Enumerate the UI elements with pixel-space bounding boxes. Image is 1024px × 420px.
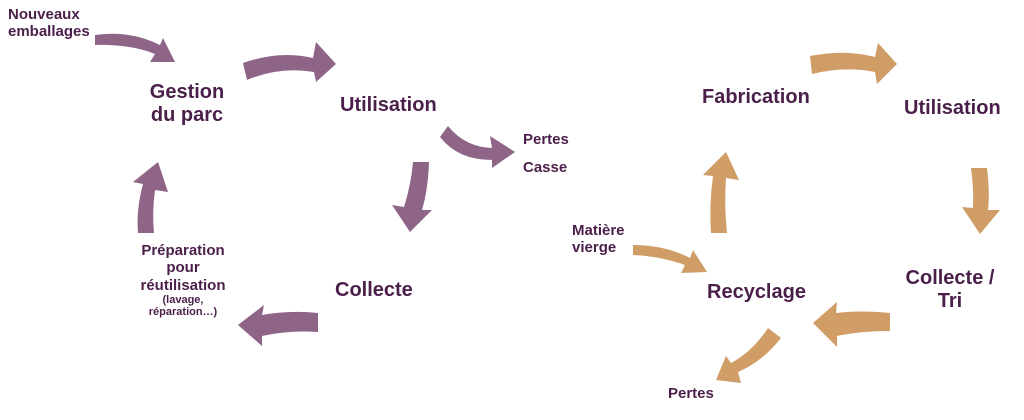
reuse-use-label: Utilisation <box>340 94 437 116</box>
recycling-label: Recyclage <box>707 281 806 303</box>
recycle-arrows <box>633 43 1000 383</box>
recycle-losses-label: Pertes <box>668 385 714 402</box>
arrow-use-to-collection <box>392 162 432 232</box>
preparation-label: Préparation pour réutilisation (lavage, … <box>126 242 240 319</box>
arrow-manufacturing-to-use <box>810 43 897 84</box>
collection-sorting-label: Collecte / Tri <box>905 267 995 312</box>
reuse-arrows <box>95 33 515 346</box>
arrow-use-to-collection-sorting <box>962 168 1000 234</box>
reuse-collection-label: Collecte <box>335 279 413 301</box>
arrow-use-to-losses <box>440 126 515 168</box>
virgin-material-label: Matière vierge <box>572 222 625 257</box>
new-packaging-label: Nouveaux emballages <box>8 6 90 41</box>
arrow-recycling-to-losses <box>716 328 781 383</box>
arrow-collection-to-preparation <box>238 305 318 346</box>
recycle-use-label: Utilisation <box>904 97 1001 119</box>
arrow-preparation-to-fleet <box>133 162 168 233</box>
arrow-fleet-to-use <box>243 42 336 82</box>
preparation-detail-line-1: (lavage, <box>162 293 204 306</box>
arrow-virgin-material-to-recycling <box>633 245 707 273</box>
arrow-recycling-to-manufacturing <box>703 152 739 233</box>
arrow-new-packaging-to-fleet <box>95 33 175 62</box>
arrow-collection-sorting-to-recycling <box>813 302 890 347</box>
preparation-detail-line-2: réparation…) <box>148 306 218 319</box>
fleet-management-label: Gestion du parc <box>149 81 225 126</box>
manufacturing-label: Fabrication <box>702 86 810 108</box>
reuse-breakage-label: Casse <box>523 159 568 176</box>
reuse-losses-label: Pertes <box>523 131 569 148</box>
